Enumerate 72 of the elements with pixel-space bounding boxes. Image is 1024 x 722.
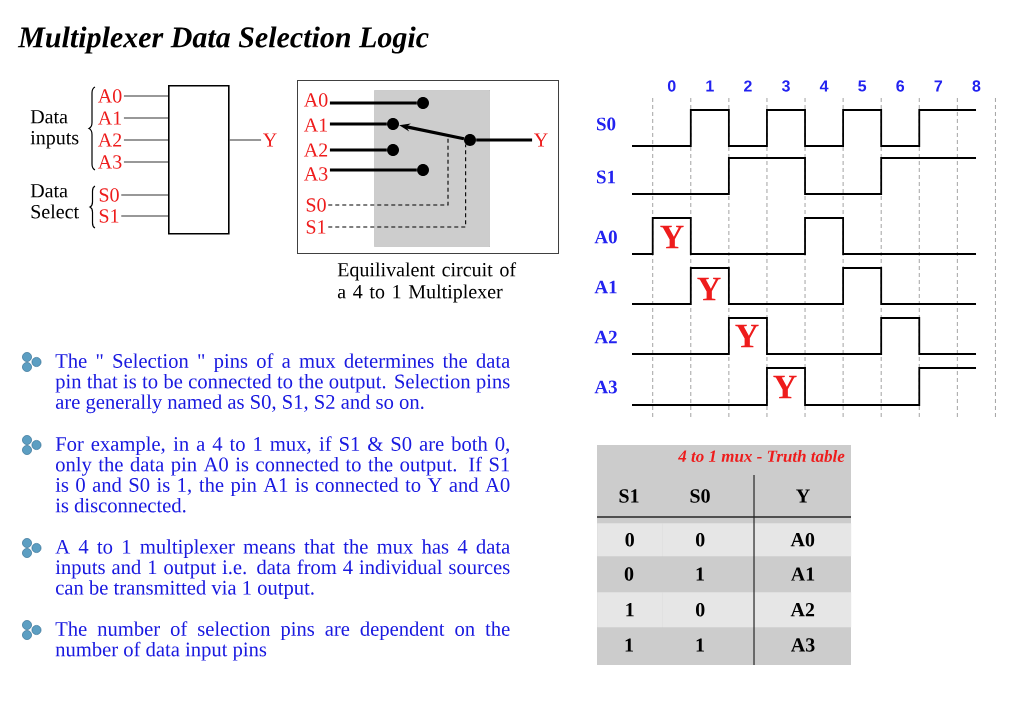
wire [329,168,417,172]
pin-label: S0 [306,198,326,212]
table-cell: 1 [625,638,633,652]
table-cell: A0 [754,523,852,557]
time-number: 0 [667,80,676,92]
column-header: S0 [690,489,710,503]
pin-label: A3 [97,155,122,169]
table-title: 4 to 1 mux - Truth table [678,450,845,462]
table-cell: 0 [662,523,755,557]
table-cell: 0 [662,592,755,628]
control-line [327,143,467,228]
time-number: 2 [744,80,752,92]
time-number: 5 [858,80,867,92]
wire [123,95,169,97]
table-cell: 0 [597,523,663,557]
signal-label: A3 [594,380,617,394]
wire [123,117,169,119]
pin-label: S1 [306,220,326,234]
output-marker: Y [735,324,759,348]
switch-area [374,90,490,247]
bullet-text: The number of selection pins are dependent on the number of data input pins [55,621,510,661]
pin-label: A2 [97,133,122,147]
bullet-text: For example, in a 4 to 1 mux, if S1 & S0 are both 0, only the data pin A0 is connected to the output. If S1 is 0 and S0 is 1, the pin A1 is connected to Y and A0 is disconnected. [55,436,510,513]
wire [229,139,262,141]
pin-label: A3 [303,167,328,181]
wire [123,139,169,141]
bullet-text: A 4 to 1 multiplexer means that the mux has 4 data inputs and 1 output i.e. data from 4 individual sources can be transmitted via 1 output. [55,539,510,599]
group-label: Data Select [30,184,79,219]
frame-label: Equilivalent circuit of a 4 to 1 Multiplexer [337,262,517,303]
table-cell: A2 [754,592,852,628]
pin-label: A1 [303,118,327,132]
pin-label: S1 [99,209,119,223]
table-cell: 1 [696,567,704,581]
wire [329,148,387,152]
signal-label: A2 [594,330,617,344]
time-number: 4 [819,80,829,92]
wire [329,101,417,105]
group-label: Data inputs [30,110,79,149]
pin-label: A1 [97,111,121,125]
pin-label: Y [534,133,548,147]
pin-label: A0 [303,93,328,107]
pin-label: S0 [99,188,119,202]
wire [123,161,169,163]
output-marker: Y [660,225,684,249]
signal-label: A1 [594,280,617,294]
time-number: 1 [706,80,714,92]
column-header: Y [796,489,810,503]
table-cell: A1 [791,567,815,581]
time-number: 8 [972,80,981,92]
pin-label: A2 [303,143,328,157]
mux-block [168,85,230,235]
signal-label: S0 [597,117,616,131]
time-number: 6 [896,80,905,92]
output-marker: Y [697,277,721,301]
wire [476,138,533,142]
signal-label: S1 [597,170,616,184]
table-cell: A3 [791,638,815,652]
pin-label: A0 [97,89,122,103]
bullet-text: The " Selection " pins of a mux determines the data pin that is to be connected to the output. Selection pins are generally named as S0, S1, S2 and so on. [55,353,510,414]
wire [120,194,169,196]
wire [120,215,169,217]
wire [329,122,387,126]
time-number: 7 [934,80,943,92]
column-header: S1 [619,489,639,503]
table-cell: 1 [696,638,704,652]
time-number: 3 [781,80,790,92]
table-cell: 0 [624,567,634,581]
table-cell: 1 [597,592,663,628]
pin-label: Y [263,133,277,147]
output-marker: Y [773,375,797,399]
signal-label: A0 [594,230,617,244]
title: Multiplexer Data Selection Logic [17,26,429,54]
